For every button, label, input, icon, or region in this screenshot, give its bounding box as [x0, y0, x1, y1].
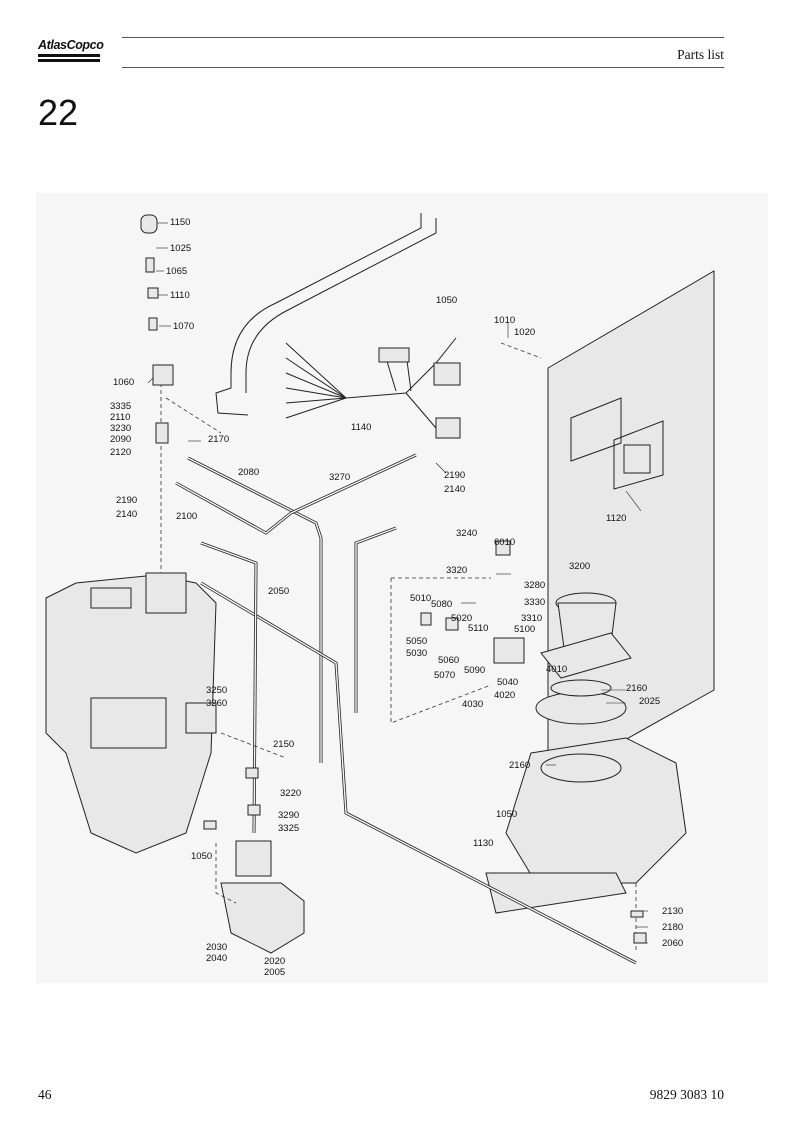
part-label-2130: 2130: [662, 906, 683, 917]
valve-block: [220, 840, 305, 954]
part-label-5010: 5010: [410, 593, 431, 604]
part-label-3290: 3290: [278, 810, 299, 821]
atlas-copco-logo: AtlasCopco: [38, 38, 104, 68]
header-rule-top: [122, 37, 724, 38]
part-label-5090: 5090: [464, 665, 485, 676]
part-label-2025: 2025: [639, 696, 660, 707]
part-label-2020: 2020: [264, 956, 285, 967]
part-label-2190: 2190: [116, 495, 137, 506]
document-number: 9829 3083 10: [649, 1087, 724, 1102]
part-label-3200: 3200: [569, 561, 590, 572]
part-label-3270: 3270: [329, 472, 350, 483]
part-label-2080: 2080: [238, 467, 259, 478]
inlet-valve: [535, 592, 632, 725]
part-label-3325: 3325: [278, 823, 299, 834]
part-label-5100: 5100: [514, 624, 535, 635]
page-number: 46: [38, 1087, 52, 1102]
part-label-4010: 4010: [546, 664, 567, 675]
part-label-5060: 5060: [438, 655, 459, 666]
part-label-2090: 2090: [110, 434, 131, 445]
part-label-3230: 3230: [110, 423, 131, 434]
part-label-1010: 1010: [494, 315, 515, 326]
part-label-2140: 2140: [444, 484, 465, 495]
separator-vessel: [45, 572, 217, 854]
chapter-number: 22: [38, 92, 79, 133]
wire-harness: [285, 337, 461, 439]
part-labels: 1150 1025 1065 1110 1070 1060 3335211032302090…: [110, 217, 683, 978]
part-label-5020: 5020: [451, 613, 472, 624]
part-label-2170: 2170: [208, 434, 229, 445]
part-label-2190: 2190: [444, 470, 465, 481]
part-label-3310: 3310: [521, 613, 542, 624]
part-label-3250: 3250: [206, 685, 227, 696]
hose-3240: [354, 526, 397, 713]
part-label-2180: 2180: [662, 922, 683, 933]
controller-display: [570, 397, 664, 490]
fittings: [140, 214, 647, 944]
part-label-4030: 4030: [462, 699, 483, 710]
part-label-2150: 2150: [273, 739, 294, 750]
part-label-6010: 6010: [494, 537, 515, 548]
part-label-1140: 1140: [351, 422, 371, 433]
leader-lines: [147, 222, 648, 944]
part-label-5080: 5080: [431, 599, 452, 610]
part-label-5070: 5070: [434, 670, 455, 681]
part-label-1050: 1050: [496, 809, 517, 820]
part-label-1120: 1120: [606, 513, 626, 524]
diagram-drawing: 1150 1025 1065 1110 1070 1060 3335211032302090…: [45, 213, 715, 978]
part-label-3335: 3335: [110, 401, 131, 412]
part-label-3330: 3330: [524, 597, 545, 608]
part-label-2040: 2040: [206, 953, 227, 964]
part-label-5110: 5110: [468, 623, 488, 634]
part-label-1150: 1150: [170, 217, 190, 228]
part-label-1050: 1050: [436, 295, 457, 306]
part-label-2160: 2160: [509, 760, 530, 771]
section-title: Parts list: [677, 47, 724, 62]
part-label-1050: 1050: [191, 851, 212, 862]
part-label-2005: 2005: [264, 967, 285, 978]
part-label-3320: 3320: [446, 565, 467, 576]
part-label-1020: 1020: [514, 327, 535, 338]
part-label-2140: 2140: [116, 509, 137, 520]
part-label-2060: 2060: [662, 938, 683, 949]
part-label-1025: 1025: [170, 243, 191, 254]
part-label-2120: 2120: [110, 447, 131, 458]
part-label-1110: 1110: [170, 290, 190, 301]
part-label-2030: 2030: [206, 942, 227, 953]
part-label-3220: 3220: [280, 788, 301, 799]
part-label-2100: 2100: [176, 511, 197, 522]
part-label-2160: 2160: [626, 683, 647, 694]
part-label-3280: 3280: [524, 580, 545, 591]
hose-3270: [175, 453, 417, 535]
part-label-3260: 3260: [206, 698, 227, 709]
part-label-5050: 5050: [406, 636, 427, 647]
header-rule-bottom: [122, 67, 724, 68]
part-label-1130: 1130: [473, 838, 493, 849]
part-label-4020: 4020: [494, 690, 515, 701]
part-label-2050: 2050: [268, 586, 289, 597]
part-label-5030: 5030: [406, 648, 427, 659]
part-label-1070: 1070: [173, 321, 194, 332]
part-label-5040: 5040: [497, 677, 518, 688]
part-label-3240: 3240: [456, 528, 477, 539]
part-label-2110: 2110: [110, 412, 130, 423]
part-label-1060: 1060: [113, 377, 134, 388]
part-label-1065: 1065: [166, 266, 187, 277]
top-pipe: [215, 213, 422, 416]
